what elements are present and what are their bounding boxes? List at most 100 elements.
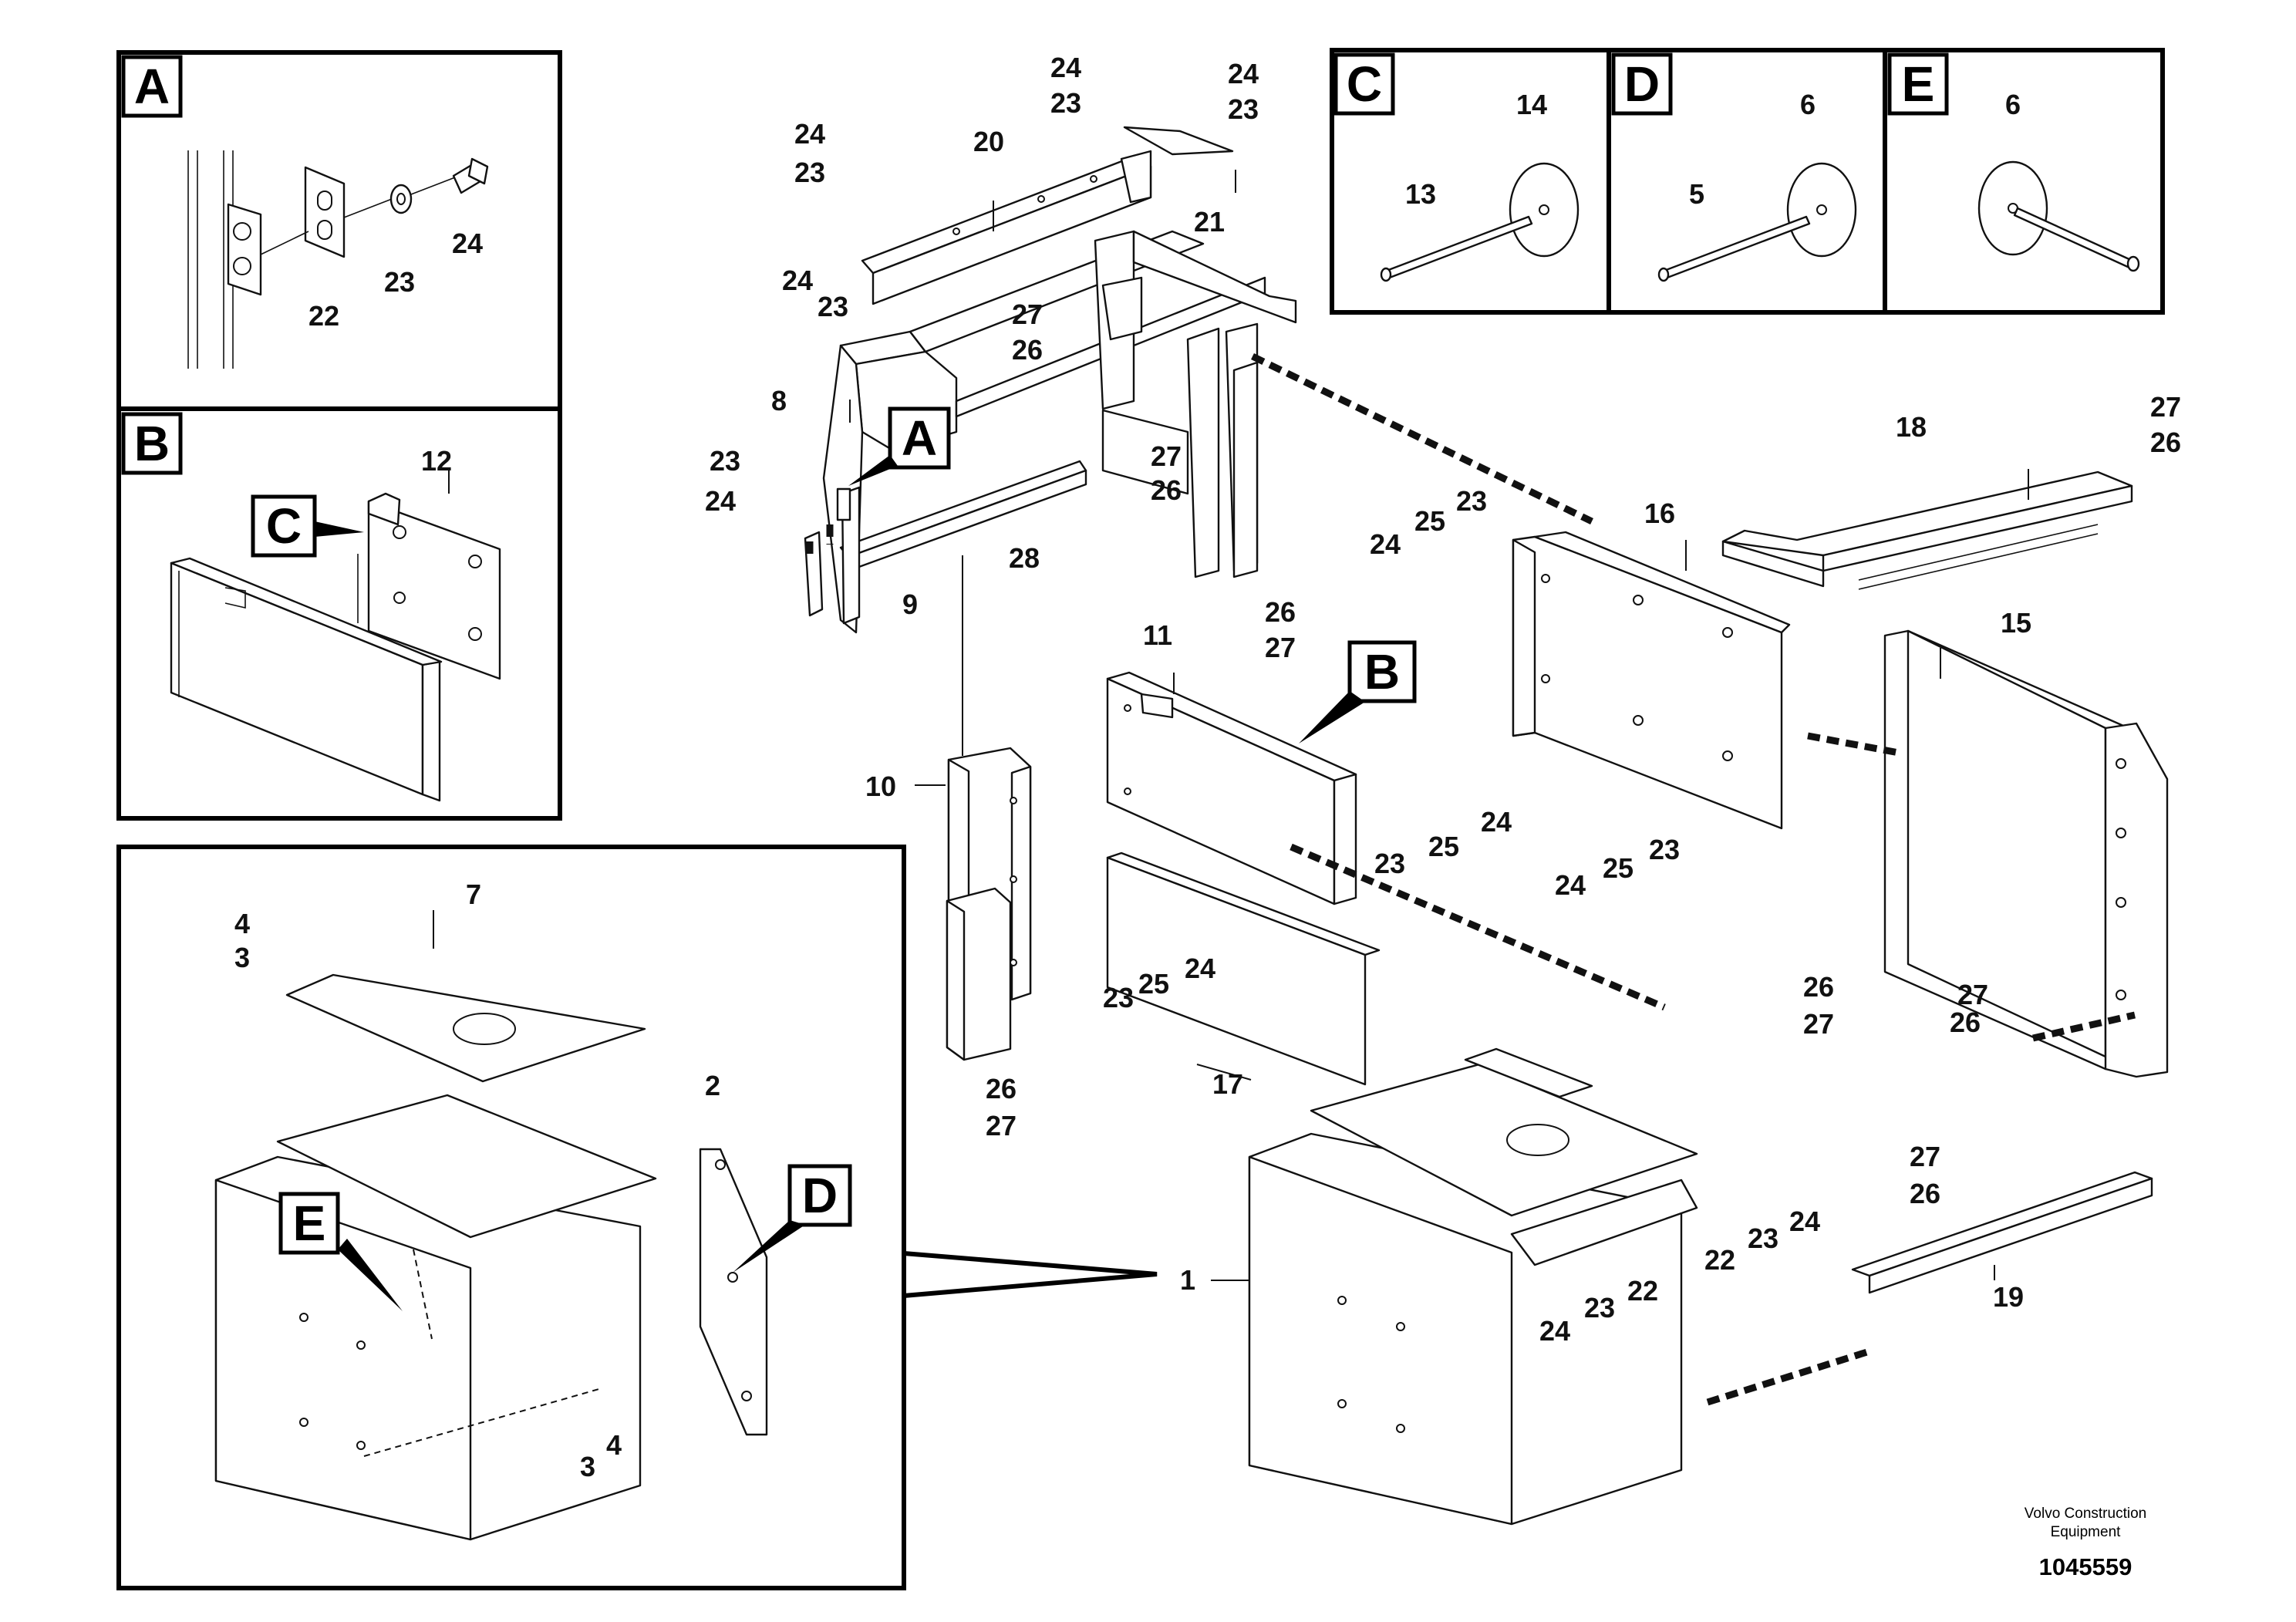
part-number: 23 — [1228, 93, 1259, 125]
callout-a-label: A — [134, 59, 170, 114]
part-number: 23 — [1584, 1292, 1615, 1324]
part-number: 23 — [1748, 1222, 1778, 1254]
part-number: 24 — [1185, 953, 1215, 984]
part-number: 3 — [234, 942, 250, 973]
part-number: 5 — [1689, 178, 1704, 210]
part-16-drawing — [1512, 531, 1791, 830]
callout-d-detail: D — [1611, 52, 1673, 116]
detail-frame-main-assembly — [116, 845, 1158, 1590]
part-number: 6 — [1800, 89, 1816, 120]
part-number: 24 — [1555, 869, 1586, 901]
callout-a-pointer: A — [848, 406, 951, 486]
assembly-dashed-lines — [363, 352, 2136, 1457]
part-number: 27 — [1151, 440, 1182, 472]
part-number: 19 — [1993, 1281, 2024, 1313]
part-number: 26 — [1803, 971, 1834, 1003]
part-number: 20 — [973, 126, 1004, 157]
part-1-drawing — [1248, 1047, 1698, 1526]
part-number: 24 — [705, 485, 736, 517]
brand-line-2: Equipment — [2051, 1524, 2122, 1540]
part-number: 24 — [794, 118, 825, 150]
part-number: 26 — [1910, 1178, 1940, 1209]
part-number: 14 — [1516, 89, 1547, 120]
part-number: 22 — [308, 300, 339, 332]
part-number: 4 — [606, 1429, 622, 1461]
part-number: 8 — [771, 385, 787, 416]
part-number: 27 — [1803, 1008, 1834, 1040]
part-number: 11 — [1143, 619, 1172, 651]
callout-e-pointer-label: E — [293, 1195, 326, 1251]
callout-b-detail: B — [121, 412, 183, 475]
part-number: 23 — [1103, 982, 1134, 1013]
part-number: 26 — [1265, 596, 1296, 628]
document-number: 1045559 — [2039, 1553, 2132, 1580]
part-15-drawing — [1883, 629, 2169, 1078]
part-number: 24 — [1539, 1315, 1570, 1347]
upper-frame-drawing — [804, 126, 1297, 634]
detail-frame-a-b — [116, 50, 562, 821]
brand-line-1: Volvo Construction — [2025, 1506, 2146, 1522]
part-number: 28 — [1009, 542, 1040, 574]
detail-e-drawing — [1977, 160, 2140, 272]
part-number: 15 — [2001, 607, 2031, 639]
part-number: 3 — [580, 1451, 595, 1482]
part-number: 24 — [452, 228, 483, 259]
part-number: 6 — [2005, 89, 2021, 120]
detail-frame-c-d-e — [1330, 48, 2165, 315]
part-number: 10 — [865, 771, 896, 802]
part-number: 25 — [1138, 968, 1169, 1000]
callout-e-detail: E — [1887, 52, 1949, 116]
part-number: 22 — [1704, 1244, 1735, 1276]
part-number: 27 — [986, 1110, 1017, 1141]
callout-c-pointer: C — [251, 494, 364, 558]
detail-c-drawing — [1380, 162, 1580, 282]
part-number: 25 — [1414, 505, 1445, 537]
part-number: 24 — [782, 265, 813, 296]
part-number: 16 — [1644, 497, 1675, 529]
part-number: 26 — [1012, 334, 1043, 366]
callout-d-label: D — [1624, 56, 1660, 112]
detail-d-drawing — [1657, 162, 1857, 282]
part-number: 24 — [1481, 806, 1512, 838]
part-number: 26 — [986, 1073, 1017, 1104]
part-number: 27 — [1910, 1141, 1940, 1172]
callout-a-pointer-label: A — [902, 410, 937, 466]
part-number-labels: 24 23 22 12 14 13 6 5 6 24 23 24 23 24 2… — [234, 52, 2181, 1482]
part-number: 24 — [1050, 52, 1081, 83]
callout-e-pointer: E — [278, 1192, 403, 1311]
part-number: 23 — [1050, 87, 1081, 119]
part-number: 26 — [2150, 427, 2181, 458]
part-number: 7 — [466, 878, 481, 910]
callout-b-pointer-label: B — [1364, 644, 1400, 700]
part-number: 4 — [234, 908, 250, 939]
callout-b-pointer: B — [1299, 640, 1417, 744]
part-number: 25 — [1603, 852, 1633, 884]
part-number: 23 — [1649, 834, 1680, 865]
part-number: 27 — [2150, 391, 2181, 423]
part-17-drawing — [1106, 851, 1381, 1086]
part-number: 18 — [1896, 411, 1927, 443]
leader-lines — [433, 170, 2029, 1281]
part-number: 21 — [1194, 206, 1225, 238]
part-number: 26 — [1950, 1007, 1981, 1038]
part-11-drawing — [1106, 671, 1357, 905]
part-number: 27 — [1265, 632, 1296, 663]
part-number: 27 — [1012, 298, 1043, 330]
callout-b-label: B — [134, 416, 170, 471]
part-number: 23 — [1374, 848, 1405, 879]
part-number: 22 — [1627, 1275, 1658, 1307]
detail-a-drawing — [187, 150, 489, 369]
part-number: 17 — [1212, 1068, 1243, 1100]
part-number: 24 — [1789, 1206, 1820, 1237]
part-number: 12 — [421, 445, 452, 477]
part-number: 23 — [1456, 485, 1487, 517]
part-19-drawing — [1851, 1171, 2153, 1294]
part-number: 23 — [710, 445, 740, 477]
part-number: 1 — [1180, 1264, 1195, 1296]
part-number: 26 — [1151, 474, 1182, 506]
part-18-drawing — [1721, 470, 2133, 590]
callout-e-label: E — [1902, 56, 1935, 112]
part-10-drawing — [946, 747, 1032, 1061]
part-number: 13 — [1405, 178, 1436, 210]
